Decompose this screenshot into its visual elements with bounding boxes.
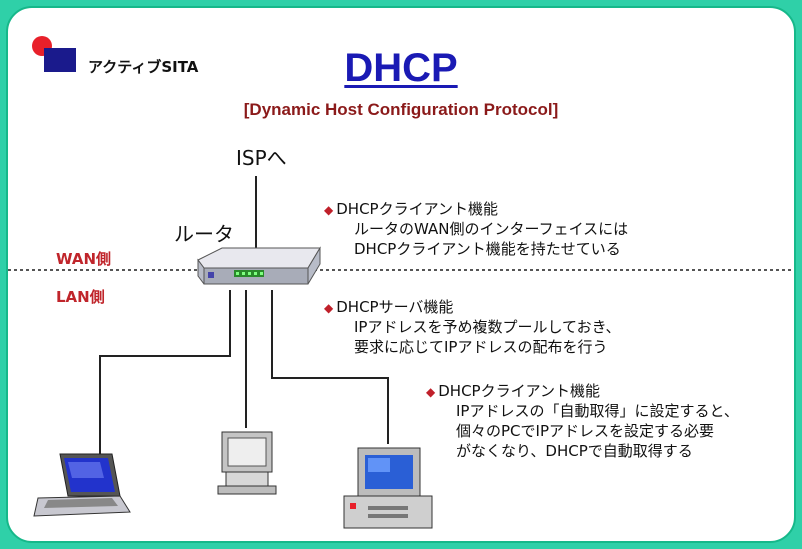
diagram-canvas bbox=[8, 36, 794, 529]
note-1-line-1: ルータのWAN側のインターフェイスには bbox=[354, 220, 629, 238]
link-laptop bbox=[99, 290, 231, 466]
note-2-line-1: IPアドレスを予め複数プールしておき、 bbox=[354, 318, 621, 336]
lan-label: LAN側 bbox=[56, 288, 105, 306]
note-2-heading: ◆DHCPサーバ機能 bbox=[324, 298, 454, 316]
router-icon bbox=[197, 246, 321, 285]
laptop-icon bbox=[33, 453, 131, 517]
small-pc-icon bbox=[217, 431, 277, 495]
diamond-bullet-icon: ◆ bbox=[324, 203, 334, 217]
note-3-line-3: がなくなり、DHCPで自動取得する bbox=[456, 442, 693, 460]
router-label: ルータ bbox=[174, 222, 234, 246]
note-1-line-2: DHCPクライアント機能を持たせている bbox=[354, 240, 621, 258]
note-3-line-2: 個々のPCでIPアドレスを設定する必要 bbox=[456, 422, 714, 440]
page-title: DHCP bbox=[344, 46, 458, 90]
logo-square bbox=[44, 48, 76, 72]
diamond-bullet-icon: ◆ bbox=[324, 301, 334, 315]
link-pc-desktop bbox=[271, 290, 389, 444]
wan-label: WAN側 bbox=[56, 250, 112, 268]
diagram-frame: アクティブSITA DHCP [Dynamic Host Configurati… bbox=[6, 6, 796, 543]
note-2-line-2: 要求に応じてIPアドレスの配布を行う bbox=[354, 338, 608, 356]
isp-label: ISPへ bbox=[236, 146, 287, 170]
logo-text: アクティブSITA bbox=[88, 58, 199, 76]
diamond-bullet-icon: ◆ bbox=[426, 385, 436, 399]
note-3-line-1: IPアドレスの「自動取得」に設定すると、 bbox=[456, 402, 739, 420]
note-1-heading: ◆DHCPクライアント機能 bbox=[324, 200, 498, 218]
page-subtitle: [Dynamic Host Configuration Protocol] bbox=[243, 100, 559, 119]
desktop-pc-icon bbox=[343, 447, 433, 529]
note-3-heading: ◆DHCPクライアント機能 bbox=[426, 382, 600, 400]
